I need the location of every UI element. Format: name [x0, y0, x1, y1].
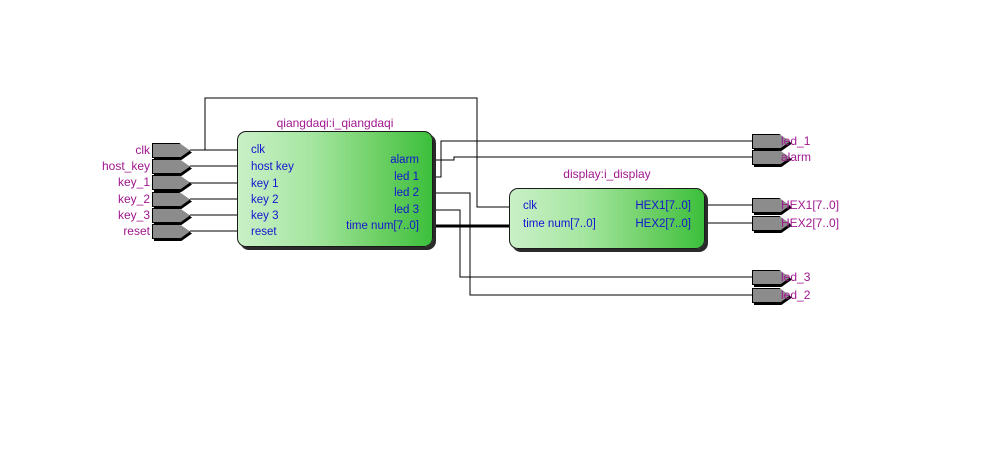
- input-label-reset: reset: [123, 224, 150, 238]
- input-pin-key_2[interactable]: [152, 192, 192, 209]
- input-pin-reset[interactable]: [152, 224, 192, 241]
- output-label-alarm: alarm: [781, 150, 812, 164]
- input-pin-key_3[interactable]: [152, 208, 192, 225]
- wire-led1-to-pin: [433, 140, 752, 178]
- output-label-led_3: led_3: [781, 270, 811, 284]
- output-pin-HEX1[interactable]: [752, 198, 792, 215]
- port-in-key-1: key 1: [251, 178, 279, 190]
- output-pin-alarm[interactable]: [752, 150, 792, 167]
- pin-body: [752, 198, 790, 213]
- pin-body: [152, 208, 190, 223]
- port-in-reset: reset: [251, 226, 277, 238]
- port-out-time-num: time num[7..0]: [346, 220, 419, 232]
- port-out-led-2: led 2: [394, 187, 419, 199]
- output-label-HEX2: HEX2[7..0]: [781, 216, 840, 230]
- wire-led2-to-pin: [433, 192, 752, 296]
- input-pin-key_1[interactable]: [152, 175, 192, 192]
- module-title-qiangdaqi: qiangdaqi:i_qiangdaqi: [276, 116, 394, 130]
- input-pin-clk[interactable]: [152, 143, 192, 160]
- output-label-HEX1: HEX1[7..0]: [781, 198, 840, 212]
- wire-led3-to-pin: [433, 209, 752, 278]
- pin-body: [752, 150, 790, 165]
- pin-body: [152, 224, 190, 239]
- module-qiangdaqi[interactable]: clk host key key 1 key 2 key 3 reset ala…: [237, 131, 433, 247]
- port-in-key-2: key 2: [251, 194, 279, 206]
- pin-body: [752, 216, 790, 231]
- input-pin-host_key[interactable]: [152, 159, 192, 176]
- output-pin-HEX2[interactable]: [752, 216, 792, 233]
- module-title-display: display:i_display: [563, 167, 651, 181]
- output-label-led_1: led_1: [781, 134, 811, 148]
- port-out-hex1: HEX1[7..0]: [635, 200, 691, 212]
- port-in-clk: clk: [251, 144, 266, 156]
- input-label-key_2: key_2: [117, 192, 150, 206]
- output-label-led_2: led_2: [781, 288, 811, 302]
- input-label-clk: clk: [135, 143, 150, 157]
- pin-body: [752, 270, 790, 285]
- port-in-key-3: key 3: [251, 210, 279, 222]
- pin-body: [752, 288, 790, 303]
- port-in-host-key: host key: [251, 161, 294, 173]
- pin-body: [152, 143, 190, 158]
- output-pin-led_2[interactable]: [752, 288, 792, 305]
- port-out-hex2: HEX2[7..0]: [635, 218, 691, 230]
- port-in-display-clk: clk: [523, 200, 538, 212]
- wire-clk-branch-to-display: [204, 97, 509, 208]
- port-out-alarm: alarm: [390, 154, 419, 166]
- wire-alarm-to-pin: [433, 156, 752, 161]
- port-out-led-1: led 1: [394, 171, 419, 183]
- input-label-key_1: key_1: [117, 175, 150, 189]
- pin-body: [152, 159, 190, 174]
- output-pin-led_1[interactable]: [752, 134, 792, 151]
- input-label-host_key: host_key: [101, 159, 150, 173]
- port-out-led-3: led 3: [394, 204, 419, 216]
- pin-body: [152, 192, 190, 207]
- module-display[interactable]: clk time num[7..0] HEX1[7..0] HEX2[7..0]: [509, 188, 705, 249]
- input-label-key_3: key_3: [117, 208, 150, 222]
- port-in-display-time-num: time num[7..0]: [523, 218, 596, 230]
- output-pin-led_3[interactable]: [752, 270, 792, 287]
- pin-body: [752, 134, 790, 149]
- pin-body: [152, 175, 190, 190]
